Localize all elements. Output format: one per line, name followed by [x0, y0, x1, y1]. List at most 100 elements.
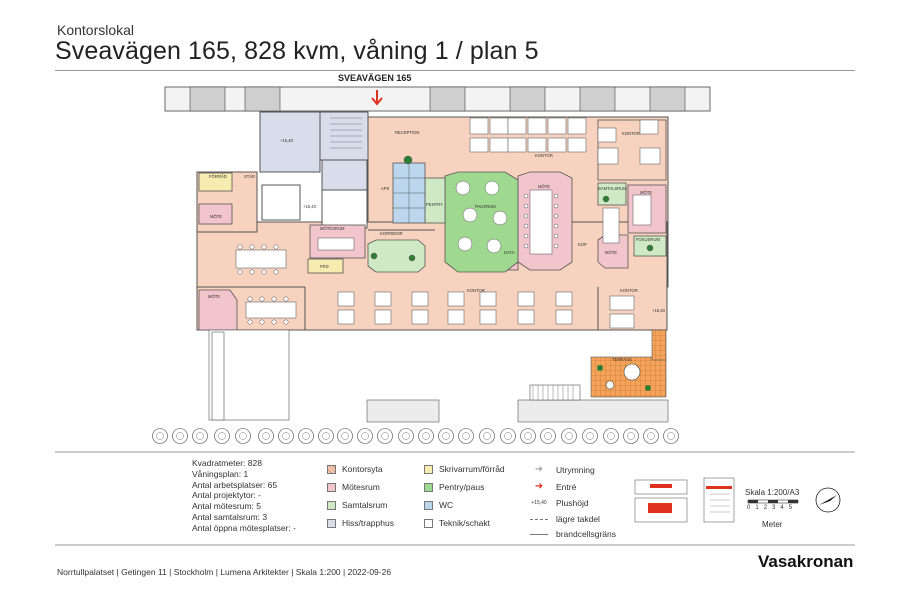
desk [567, 117, 587, 135]
desk [517, 291, 535, 307]
desk [555, 309, 573, 325]
pentry [424, 177, 446, 224]
partition-walls [197, 229, 599, 330]
desk [597, 127, 617, 143]
stat-oppna-motesplatser: Antal öppna mötesplatser: - [192, 522, 296, 533]
desk [507, 137, 527, 153]
legend-item-entre: ➜Entré [530, 481, 577, 492]
page-title: Sveavägen 165, 828 kvm, våning 1 / plan … [55, 37, 539, 65]
cafe-table [457, 236, 473, 252]
desks [235, 117, 661, 329]
chair [237, 269, 243, 275]
tree-icon [582, 428, 598, 444]
desk [489, 137, 509, 153]
entry-arrow-icon: ➜ [534, 481, 544, 492]
tree-icon [561, 428, 577, 444]
tree-icon [418, 428, 434, 444]
meeting-table [632, 194, 652, 226]
storage-room [198, 172, 233, 192]
desk [517, 309, 535, 325]
chair [553, 243, 559, 249]
chair [523, 193, 529, 199]
legend-item-skrivarrum: Skrivarrum/förråd [424, 464, 505, 474]
desk [567, 137, 587, 153]
chair [259, 319, 265, 325]
desk [527, 117, 547, 135]
cafe-table [492, 210, 508, 226]
chair [283, 296, 289, 302]
desk [547, 137, 567, 153]
chair [273, 269, 279, 275]
room-label-kontor-right: KONTOR [620, 288, 638, 293]
desk [507, 117, 527, 135]
wc-block [392, 162, 426, 224]
chair [523, 203, 529, 209]
room-label-mote-center: MÖTE [538, 184, 550, 189]
chair [261, 244, 267, 250]
tree-icon [152, 428, 168, 444]
plant [403, 155, 413, 165]
header-divider [55, 70, 855, 71]
desk [639, 119, 659, 135]
legend-item-lagre-takdel: lägre takdel [530, 514, 600, 524]
room-label-kontor-bottom: KONTOR [467, 288, 485, 293]
desk [374, 291, 392, 307]
chair [247, 319, 253, 325]
tree-icon [172, 428, 188, 444]
tree-icon [500, 428, 516, 444]
legend-item-teknik: Teknik/schakt [424, 518, 490, 528]
legend-item-brandcellsgrans: brandcellsgräns [530, 529, 616, 539]
key-plan [634, 477, 841, 523]
level-label-b: +15,40 [303, 204, 317, 209]
plant [602, 195, 610, 203]
room-label-samtalsrum: SAMTALSRUM [598, 186, 627, 191]
room-label-apk: APK [381, 186, 390, 191]
chairs [237, 155, 654, 325]
room-label-korridor: KORRIDOR [380, 231, 403, 236]
desk [555, 291, 573, 307]
desk [469, 117, 489, 135]
tree-icon [357, 428, 373, 444]
chair [553, 193, 559, 199]
desk [479, 291, 497, 307]
stat-kvadratmeter: Kvadratmeter: 828 [192, 458, 262, 468]
stat-vaningsplan: Våningsplan: 1 [192, 468, 249, 479]
plant [646, 244, 654, 252]
street-trees [152, 428, 679, 444]
tree-icon [278, 428, 294, 444]
dashed-line-icon [530, 518, 548, 520]
room-label-kontor-top-right: KONTOR [622, 131, 640, 136]
terrace [590, 329, 667, 398]
cafe-table [484, 180, 500, 196]
level-label-c: +15,40 [652, 308, 666, 313]
chair [283, 319, 289, 325]
meeting-table [317, 237, 355, 251]
tree-icon [235, 428, 251, 444]
room-label-fokusrum: FOKUSRUM [636, 237, 660, 242]
page-subtitle: Kontorslokal [57, 22, 135, 38]
meeting-table [602, 207, 620, 244]
chair [249, 244, 255, 250]
tree-icon [479, 428, 495, 444]
chair [247, 296, 253, 302]
desk [547, 117, 567, 135]
scale-ticks: 012345 [747, 505, 798, 511]
desk [337, 291, 355, 307]
chair [259, 296, 265, 302]
tree-icon [318, 428, 334, 444]
room-label-forrad: FÖRRÅD [209, 174, 227, 179]
legend-item-hiss: Hiss/trapphus [327, 518, 394, 528]
desk [374, 309, 392, 325]
room-label-mote-right: MÖTE [640, 190, 652, 195]
cafe-table [462, 207, 478, 223]
chair [271, 296, 277, 302]
footer-text: Norrtullpalatset | Getingen 11 | Stockho… [57, 567, 392, 577]
chair [523, 223, 529, 229]
room-label-pausrum: PAUSRUM [475, 204, 496, 209]
brand-logo: Vasakronan [758, 552, 854, 571]
desk [597, 147, 619, 165]
legend-item-kontorsyta: Kontorsyta [327, 464, 383, 474]
scale-bar [747, 499, 799, 504]
desk [337, 309, 355, 325]
